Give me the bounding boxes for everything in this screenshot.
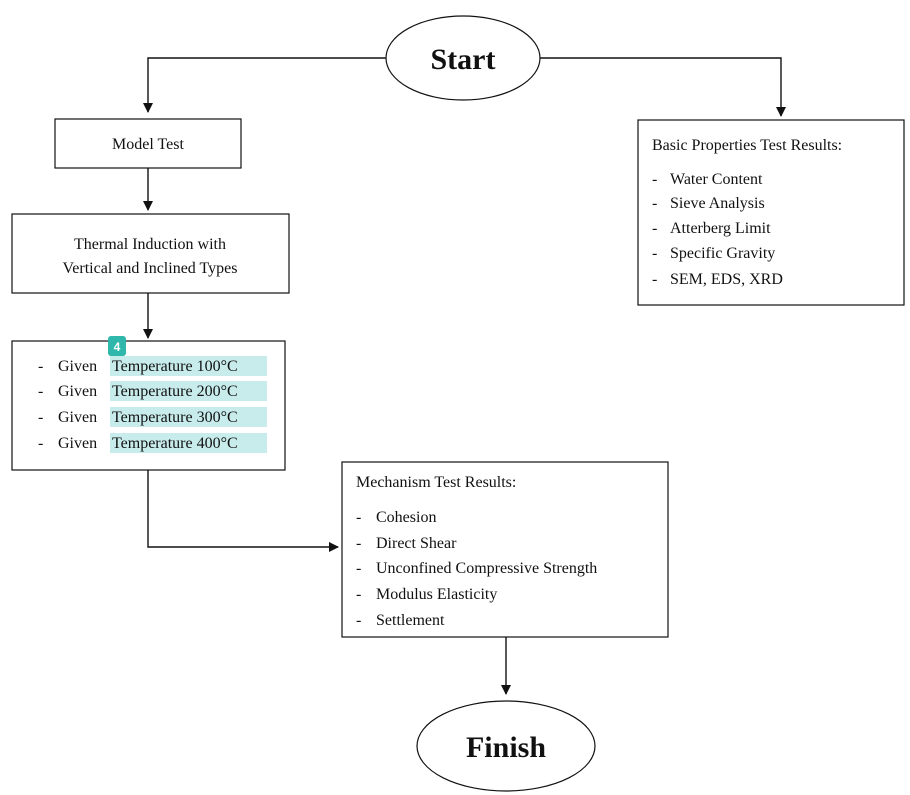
list-item-dash: - xyxy=(652,195,657,212)
temperature-highlight-4 xyxy=(110,433,267,453)
mechanism-item-5: - Settlement xyxy=(356,612,445,629)
thermal-induction-box xyxy=(11,213,290,294)
mechanism-item-4: - Modulus Elasticity xyxy=(356,586,497,603)
list-item-text: Direct Shear xyxy=(376,535,457,552)
list-item-prefix: Given xyxy=(58,358,97,375)
connector-temperatures-to-mechanism xyxy=(147,470,339,552)
connector-start-to-model-test xyxy=(143,57,386,113)
list-item-dash: - xyxy=(652,245,657,262)
mechanism-item-1: - Cohesion xyxy=(356,509,436,526)
connector-start-to-basic-properties xyxy=(540,57,786,117)
list-item-dash: - xyxy=(356,560,361,577)
list-item-value: Temperature 300°C xyxy=(112,409,238,426)
temperature-highlight-2 xyxy=(110,381,267,401)
temperatures-node: 4 - Given Temperature 100°C - Given Temp… xyxy=(11,336,286,471)
list-item-dash: - xyxy=(356,535,361,552)
mechanism-node: Mechanism Test Results: - Cohesion - Dir… xyxy=(341,461,669,638)
list-item-dash: - xyxy=(38,409,43,426)
basic-properties-item-3: - Atterberg Limit xyxy=(652,220,771,237)
thermal-induction-line-2: Vertical and Inclined Types xyxy=(63,260,238,277)
temperature-highlight-3 xyxy=(110,407,267,427)
list-item-dash: - xyxy=(38,358,43,375)
mechanism-item-3: - Unconfined Compressive Strength xyxy=(356,560,597,577)
list-item-value: Temperature 400°C xyxy=(112,435,238,452)
annotation-badge-label: 4 xyxy=(114,340,121,354)
list-item-dash: - xyxy=(652,171,657,188)
start-node: Start xyxy=(385,15,541,101)
temperature-highlight-1 xyxy=(110,356,267,376)
model-test-node: Model Test xyxy=(54,118,242,169)
model-test-label: Model Test xyxy=(112,136,184,153)
basic-properties-item-1: - Water Content xyxy=(652,171,763,188)
basic-properties-item-5: - SEM, EDS, XRD xyxy=(652,271,783,288)
finish-label: Finish xyxy=(466,731,546,764)
temperature-item-1: - Given Temperature 100°C xyxy=(38,358,238,375)
list-item-text: Settlement xyxy=(376,612,445,629)
list-item-value: Temperature 200°C xyxy=(112,383,238,400)
list-item-text: Atterberg Limit xyxy=(670,220,771,237)
list-item-prefix: Given xyxy=(58,435,97,452)
temperature-item-2: - Given Temperature 200°C xyxy=(38,383,238,400)
temperature-item-3: - Given Temperature 300°C xyxy=(38,409,238,426)
list-item-text: Cohesion xyxy=(376,509,436,526)
finish-node: Finish xyxy=(416,700,596,792)
finish-ellipse xyxy=(416,700,596,792)
list-item-dash: - xyxy=(356,586,361,603)
list-item-dash: - xyxy=(356,612,361,629)
list-item-text: Modulus Elasticity xyxy=(376,586,497,603)
start-ellipse xyxy=(385,15,541,101)
basic-properties-node: Basic Properties Test Results: - Water C… xyxy=(637,119,905,306)
annotation-badge-background xyxy=(108,336,126,356)
mechanism-title: Mechanism Test Results: xyxy=(356,474,516,491)
list-item-dash: - xyxy=(38,383,43,400)
list-item-text: Water Content xyxy=(670,171,763,188)
annotation-badge: 4 xyxy=(108,336,126,356)
mechanism-item-2: - Direct Shear xyxy=(356,535,457,552)
thermal-induction-node: Thermal Induction with Vertical and Incl… xyxy=(11,213,290,294)
model-test-box xyxy=(54,118,242,169)
thermal-induction-line-1: Thermal Induction with xyxy=(74,236,226,253)
basic-properties-title: Basic Properties Test Results: xyxy=(652,137,842,154)
list-item-dash: - xyxy=(356,509,361,526)
list-item-text: Sieve Analysis xyxy=(670,195,765,212)
list-item-prefix: Given xyxy=(58,409,97,426)
list-item-text: Unconfined Compressive Strength xyxy=(376,560,597,577)
temperature-item-4: - Given Temperature 400°C xyxy=(38,435,238,452)
start-label: Start xyxy=(431,43,496,76)
list-item-prefix: Given xyxy=(58,383,97,400)
list-item-value: Temperature 100°C xyxy=(112,358,238,375)
mechanism-box xyxy=(341,461,669,638)
list-item-dash: - xyxy=(652,220,657,237)
connectors xyxy=(143,57,786,695)
list-item-text: SEM, EDS, XRD xyxy=(670,271,783,288)
basic-properties-item-4: - Specific Gravity xyxy=(652,245,775,262)
basic-properties-box xyxy=(637,119,905,306)
basic-properties-item-2: - Sieve Analysis xyxy=(652,195,765,212)
list-item-dash: - xyxy=(652,271,657,288)
list-item-text: Specific Gravity xyxy=(670,245,775,262)
list-item-dash: - xyxy=(38,435,43,452)
